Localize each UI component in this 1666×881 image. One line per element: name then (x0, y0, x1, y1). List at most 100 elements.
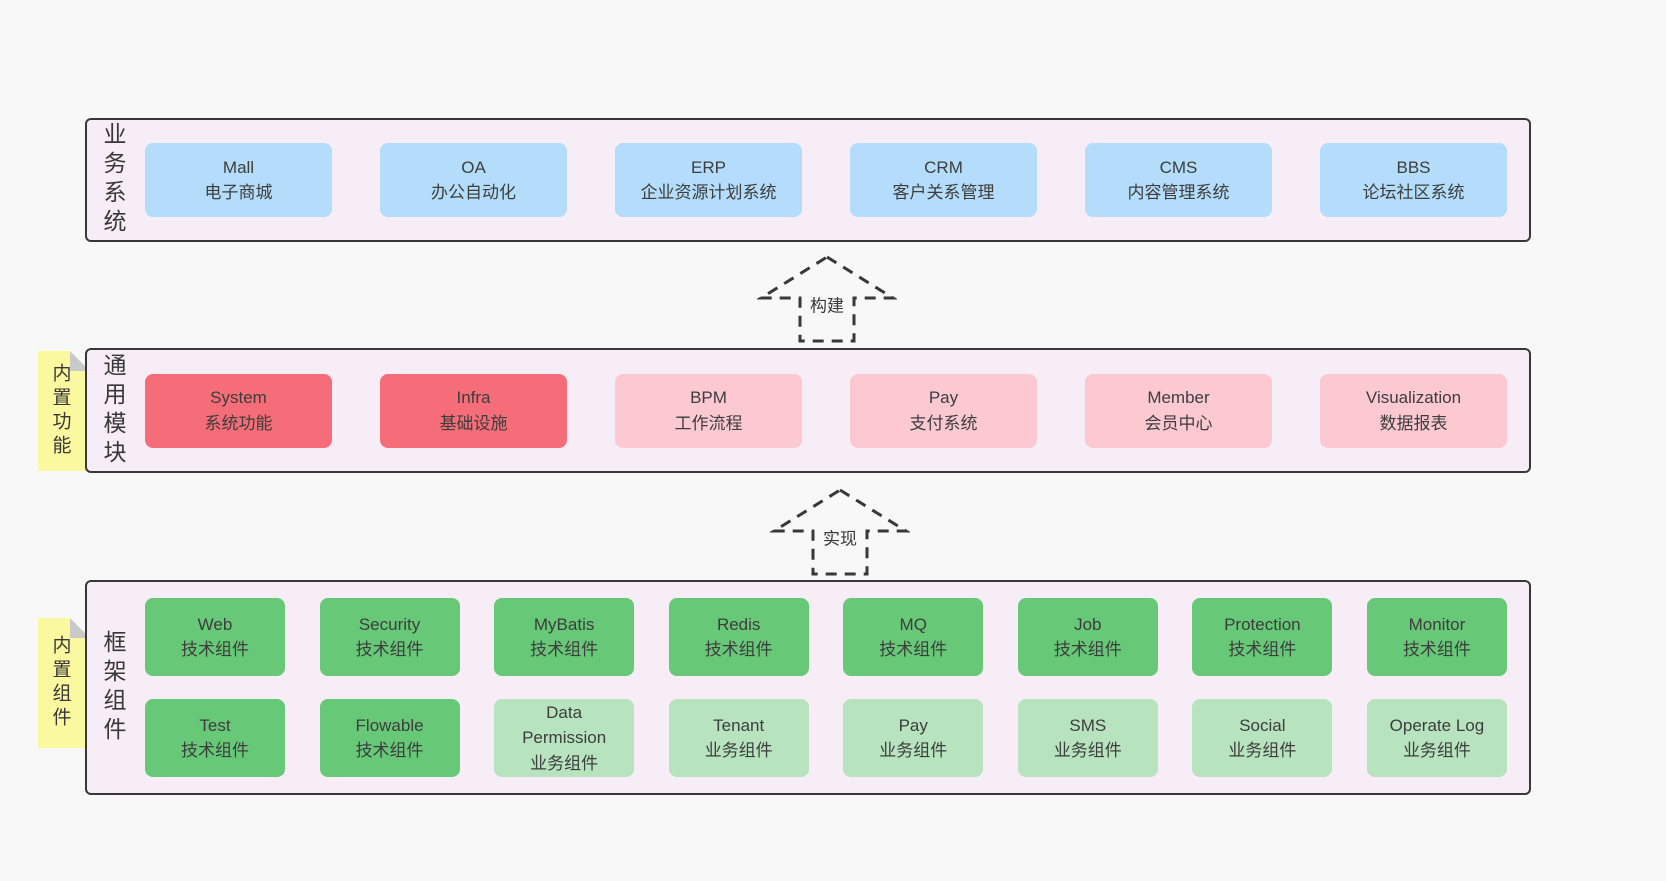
component-box-protection: Protection 技术组件 (1192, 598, 1333, 676)
box-desc: 工作流程 (674, 413, 743, 433)
box-title: Pay (898, 715, 928, 735)
box-desc: 业务组件 (1228, 741, 1297, 760)
box-desc: 数据报表 (1379, 413, 1448, 433)
box-title: Security (358, 614, 421, 634)
module-box-visualization: Visualization 数据报表 (1320, 373, 1507, 448)
sticky-label: 内置功能 (49, 363, 71, 459)
system-box-crm: CRM 客户关系管理 (850, 143, 1037, 217)
component-box-social: Social 业务组件 (1192, 699, 1333, 777)
box-desc: 技术组件 (530, 640, 599, 659)
module-box-pay: Pay 支付系统 (850, 373, 1037, 448)
system-box-cms: CMS 内容管理系统 (1085, 143, 1272, 217)
component-row-business: Test 技术组件 Flowable 技术组件 Data Permission … (145, 699, 1507, 777)
system-box-oa: OA 办公自动化 (380, 143, 567, 217)
component-box-mybatis: MyBatis 技术组件 (494, 598, 635, 676)
sticky-label: 内置组件 (49, 635, 71, 731)
box-desc: 业务组件 (1053, 741, 1122, 760)
box-desc: 会员中心 (1144, 413, 1213, 433)
box-title: Data Permission (522, 702, 607, 748)
band-framework-components: 框架组件 Web 技术组件 Security 技术组件 MyBatis 技术组件… (85, 580, 1531, 795)
component-box-web: Web 技术组件 (145, 598, 285, 676)
box-desc: 技术组件 (879, 640, 948, 659)
sticky-note-builtin-components: 内置组件 (38, 618, 90, 748)
box-title: Pay (928, 388, 959, 407)
box-desc: 技术组件 (1402, 640, 1471, 659)
box-title: BBS (1396, 157, 1431, 177)
box-desc: 技术组件 (704, 640, 773, 659)
box-title: Operate Log (1389, 715, 1485, 735)
box-desc: 办公自动化 (431, 183, 516, 202)
box-desc: 基础设施 (439, 413, 508, 433)
component-box-test: Test 技术组件 (145, 699, 285, 777)
box-desc: 业务组件 (530, 753, 599, 773)
component-box-flowable: Flowable 技术组件 (319, 699, 460, 777)
module-box-infra: Infra 基础设施 (380, 373, 567, 448)
system-box-bbs: BBS 论坛社区系统 (1320, 143, 1507, 217)
box-title: Redis (716, 614, 761, 634)
band-title: 通用模块 (100, 352, 126, 469)
box-desc: 技术组件 (181, 741, 249, 760)
box-title: CRM (924, 157, 963, 177)
box-title: Mall (222, 157, 255, 177)
system-box-mall: Mall 电子商城 (145, 143, 332, 217)
box-desc: 内容管理系统 (1127, 183, 1230, 202)
band-business-systems: 业务系统 Mall 电子商城 OA 办公自动化 ERP 企业资源计划系统 CRM… (85, 118, 1531, 242)
box-title: MQ (899, 614, 927, 634)
component-box-sms: SMS 业务组件 (1017, 699, 1158, 777)
component-row-tech: Web 技术组件 Security 技术组件 MyBatis 技术组件 Redi… (145, 598, 1507, 676)
box-desc: 技术组件 (355, 741, 424, 760)
module-box-bpm: BPM 工作流程 (615, 373, 802, 448)
box-desc: 技术组件 (1053, 640, 1122, 659)
component-box-tenant: Tenant 业务组件 (668, 699, 809, 777)
component-box-monitor: Monitor 技术组件 (1366, 598, 1507, 676)
component-box-job: Job 技术组件 (1017, 598, 1158, 676)
box-title: OA (461, 157, 486, 177)
box-title: CMS (1159, 157, 1198, 177)
box-title: Visualization (1365, 388, 1462, 407)
box-title: Infra (456, 388, 491, 407)
component-box-mq: MQ 技术组件 (843, 598, 984, 676)
component-box-operate-log: Operate Log 业务组件 (1366, 699, 1507, 777)
box-title: Tenant (713, 715, 765, 735)
box-title: Social (1239, 715, 1286, 735)
module-box-system: System 系统功能 (145, 373, 332, 448)
up-arrow-icon (770, 488, 910, 576)
box-title: Job (1074, 614, 1102, 634)
up-arrow-icon (757, 255, 897, 343)
build-arrow: 构建 (757, 254, 897, 344)
arrow-label: 构建 (807, 291, 847, 317)
box-desc: 技术组件 (1228, 640, 1297, 659)
box-title: ERP (691, 157, 726, 177)
arrow-label: 实现 (820, 524, 860, 550)
box-title: Monitor (1408, 614, 1466, 634)
box-desc: 支付系统 (909, 413, 978, 433)
box-desc: 客户关系管理 (892, 183, 995, 202)
implement-arrow: 实现 (770, 487, 910, 577)
box-desc: 技术组件 (181, 640, 249, 659)
system-box-erp: ERP 企业资源计划系统 (615, 143, 802, 217)
box-title: Member (1147, 388, 1210, 407)
component-box-security: Security 技术组件 (319, 598, 460, 676)
box-desc: 技术组件 (355, 640, 424, 659)
box-title: Test (199, 715, 231, 735)
sticky-note-builtin-features: 内置功能 (38, 351, 90, 471)
box-title: BPM (690, 388, 727, 407)
box-title: Web (197, 614, 233, 634)
box-desc: 电子商城 (204, 183, 273, 202)
box-title: Flowable (355, 715, 424, 735)
box-title: Protection (1224, 614, 1301, 634)
box-desc: 业务组件 (704, 741, 773, 760)
box-desc: 业务组件 (1402, 741, 1471, 760)
module-box-member: Member 会员中心 (1085, 373, 1272, 448)
band-content: Web 技术组件 Security 技术组件 MyBatis 技术组件 Redi… (139, 582, 1529, 793)
component-box-data-permission: Data Permission 业务组件 (494, 699, 635, 777)
box-desc: 企业资源计划系统 (640, 183, 777, 202)
component-box-redis: Redis 技术组件 (668, 598, 809, 676)
box-title: MyBatis (533, 614, 595, 634)
band-content: System 系统功能 Infra 基础设施 BPM 工作流程 Pay 支付系统… (139, 350, 1529, 471)
component-box-pay: Pay 业务组件 (843, 699, 984, 777)
band-common-modules: 通用模块 System 系统功能 Infra 基础设施 BPM 工作流程 Pay… (85, 348, 1531, 473)
box-title: System (210, 388, 267, 407)
box-desc: 业务组件 (879, 741, 948, 760)
